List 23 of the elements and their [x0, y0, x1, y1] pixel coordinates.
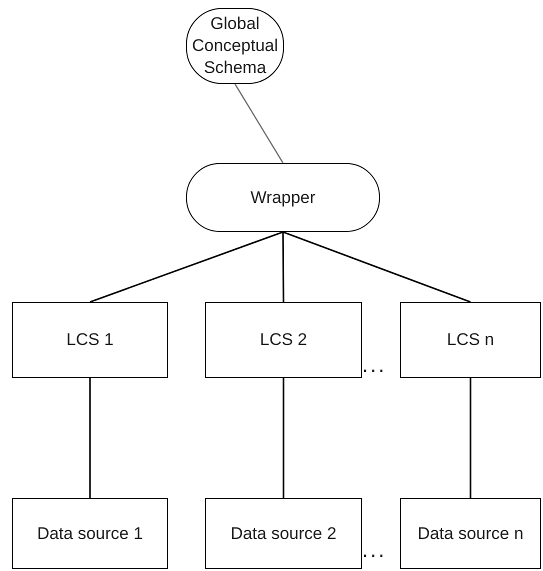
connector-line [282, 378, 284, 498]
process-box [400, 498, 541, 569]
connector-line [470, 378, 472, 498]
process-box [400, 302, 541, 378]
ellipsis-text: ... [362, 540, 386, 560]
node-label: Data source n [418, 522, 524, 544]
process-box [12, 498, 168, 569]
connector-line [282, 231, 471, 303]
connector-line [234, 84, 284, 164]
node-label: Wrapper [250, 186, 316, 208]
process-box [205, 302, 362, 378]
process-box [12, 302, 168, 378]
node-label: LCS 2 [260, 329, 308, 351]
node-label: Data source 2 [230, 522, 336, 544]
ellipsis-text: ... [362, 355, 386, 375]
node-label: LCS 1 [66, 329, 114, 351]
node-label: Global Conceptual Schema [192, 13, 278, 79]
node-label: Data source 1 [37, 522, 143, 544]
connector-line [282, 232, 284, 302]
connector-line [90, 231, 284, 303]
process-box [205, 498, 362, 569]
node-label: LCS n [446, 329, 494, 351]
connector-line [89, 378, 91, 498]
